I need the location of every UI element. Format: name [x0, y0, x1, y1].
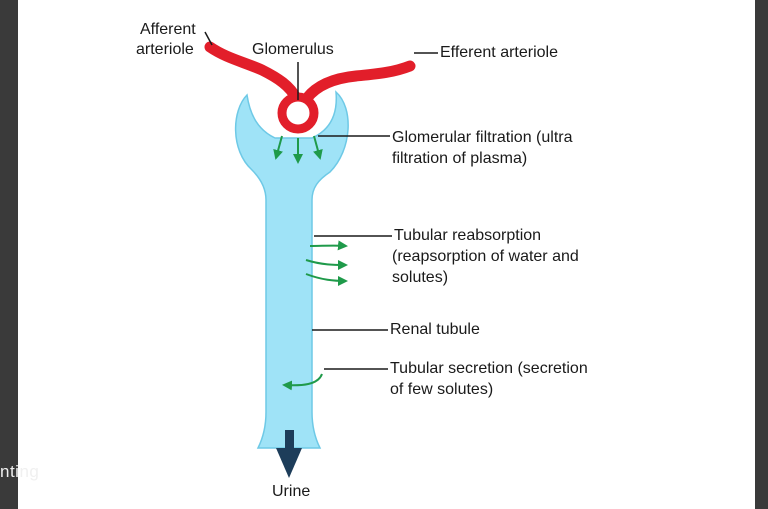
renal-tubule-shape: [234, 90, 349, 449]
renal-tubule-label: Renal tubule: [390, 321, 480, 338]
glomerulus-loop: [277, 92, 319, 134]
partial-side-text: nting: [0, 462, 40, 481]
urine-label: Urine: [272, 483, 311, 500]
left-screen-edge: [0, 0, 18, 509]
glomerular-filtration-label-line1: Glomerular filtration (ultra: [392, 129, 573, 146]
diagram-sheet: [18, 0, 755, 509]
glomerulus-label: Glomerulus: [252, 41, 334, 58]
tubular-reabsorption-label-line3: solutes): [392, 269, 449, 286]
afferent-arteriole-label-line2: arteriole: [136, 41, 194, 58]
tubular-secretion-label-line1: Tubular secretion (secretion: [390, 360, 588, 377]
glomerular-filtration-label-line2: filtration of plasma): [392, 150, 528, 167]
reabsorption-arrows: [305, 240, 348, 286]
tubular-secretion-label-line2: of few solutes): [390, 381, 494, 398]
filtration-arrows: [273, 135, 323, 164]
tubular-reabsorption-label-line2: (reapsorption of water and: [392, 248, 579, 265]
tubular-reabsorption-label-line1: Tubular reabsorption: [394, 227, 542, 244]
right-screen-edge: [755, 0, 768, 509]
afferent-arteriole-label-line1: Afferent: [140, 21, 196, 38]
urine-arrow: [276, 430, 302, 478]
secretion-arrow: [282, 373, 323, 391]
afferent-arteriole: [204, 41, 302, 104]
efferent-arteriole-label: Efferent arteriole: [440, 44, 558, 61]
efferent-arteriole: [301, 60, 416, 104]
afferent-leader: [204, 31, 213, 46]
